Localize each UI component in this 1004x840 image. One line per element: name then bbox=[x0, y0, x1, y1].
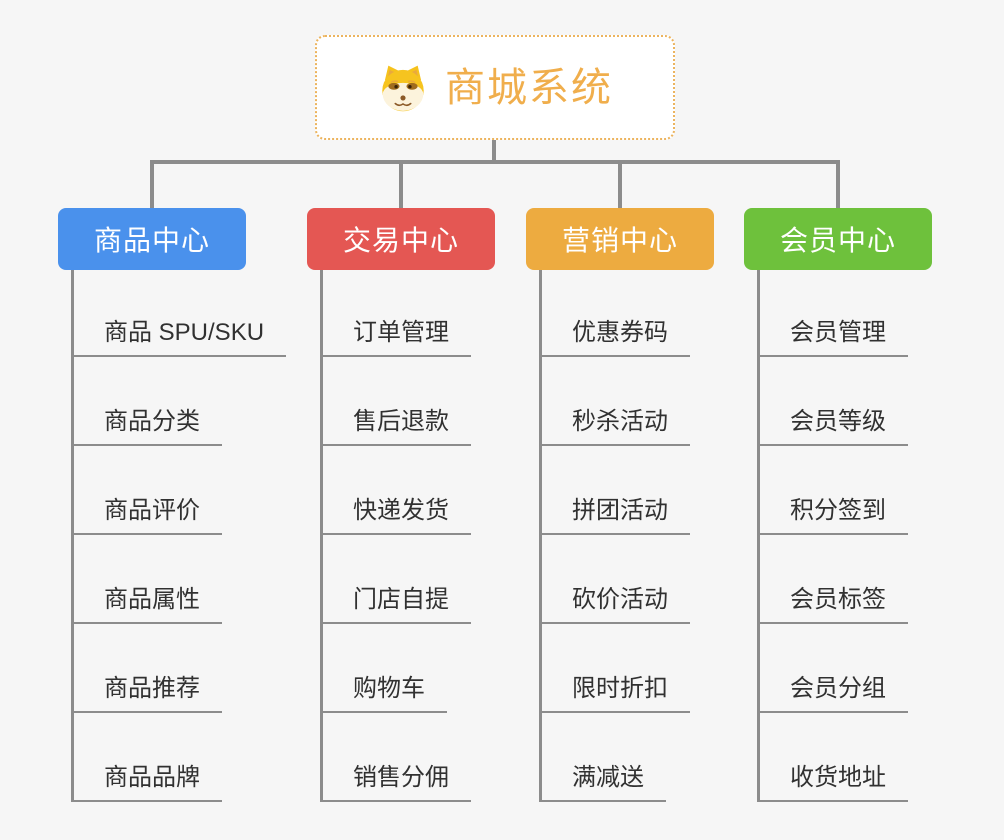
leaf-item[interactable]: 订单管理 bbox=[320, 317, 471, 357]
branch-trunk bbox=[757, 270, 760, 802]
leaf-item[interactable]: 收货地址 bbox=[757, 762, 908, 802]
connector-drop-marketing bbox=[618, 160, 622, 208]
leaf-item[interactable]: 会员分组 bbox=[757, 673, 908, 713]
leaf-item[interactable]: 会员管理 bbox=[757, 317, 908, 357]
leaf-item[interactable]: 会员等级 bbox=[757, 406, 908, 446]
connector-drop-trade bbox=[399, 160, 403, 208]
branch-trunk bbox=[71, 270, 74, 802]
connector-drop-member bbox=[836, 160, 840, 208]
branch-box-member[interactable]: 会员中心 bbox=[744, 208, 932, 270]
branch-box-trade[interactable]: 交易中心 bbox=[307, 208, 495, 270]
leaf-item[interactable]: 拼团活动 bbox=[539, 495, 690, 535]
leaf-item[interactable]: 满减送 bbox=[539, 762, 666, 802]
leaf-item[interactable]: 会员标签 bbox=[757, 584, 908, 624]
leaf-item[interactable]: 秒杀活动 bbox=[539, 406, 690, 446]
connector-drop-goods bbox=[150, 160, 154, 208]
leaf-item[interactable]: 优惠券码 bbox=[539, 317, 690, 357]
leaf-item[interactable]: 商品 SPU/SKU bbox=[71, 317, 287, 357]
leaf-item[interactable]: 商品评价 bbox=[71, 495, 222, 535]
root-node[interactable]: 商城系统 bbox=[315, 35, 675, 140]
leaf-item[interactable]: 购物车 bbox=[320, 673, 447, 713]
root-title: 商城系统 bbox=[445, 65, 613, 110]
leaf-item[interactable]: 售后退款 bbox=[320, 406, 471, 446]
leaf-item[interactable]: 积分签到 bbox=[757, 495, 908, 535]
leaf-item[interactable]: 商品分类 bbox=[71, 406, 222, 446]
leaf-item[interactable]: 砍价活动 bbox=[539, 584, 690, 624]
branch-box-marketing[interactable]: 营销中心 bbox=[526, 208, 714, 270]
branch-box-goods[interactable]: 商品中心 bbox=[58, 208, 246, 270]
leaf-item[interactable]: 快递发货 bbox=[320, 495, 471, 535]
leaf-item[interactable]: 商品属性 bbox=[71, 584, 222, 624]
doge-icon bbox=[377, 63, 429, 113]
leaf-item[interactable]: 销售分佣 bbox=[320, 762, 471, 802]
leaf-item[interactable]: 限时折扣 bbox=[539, 673, 690, 713]
branch-trunk bbox=[539, 270, 542, 802]
leaf-item[interactable]: 商品品牌 bbox=[71, 762, 222, 802]
connector-root-vertical bbox=[492, 140, 496, 164]
connector-horizontal-bus bbox=[150, 160, 840, 164]
branch-trunk bbox=[320, 270, 323, 802]
leaf-item[interactable]: 商品推荐 bbox=[71, 673, 222, 713]
leaf-item[interactable]: 门店自提 bbox=[320, 584, 471, 624]
